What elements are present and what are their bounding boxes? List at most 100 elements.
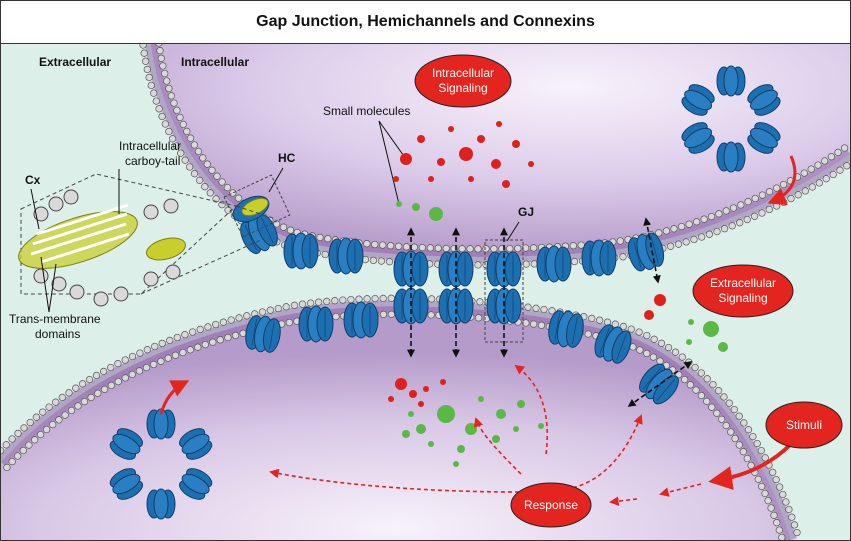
lipid-head bbox=[339, 296, 347, 304]
lipid-head bbox=[686, 381, 695, 389]
lipid-head bbox=[757, 446, 765, 455]
carboxy-tail-label-1: Intracellular bbox=[119, 139, 181, 153]
svg-text:Signaling: Signaling bbox=[718, 291, 767, 305]
lipid-head bbox=[474, 245, 482, 253]
molecule bbox=[428, 176, 434, 182]
lipid-head bbox=[700, 215, 708, 223]
lipid-head bbox=[107, 381, 116, 390]
lipid-head bbox=[45, 403, 53, 411]
lipid-head bbox=[386, 242, 395, 250]
molecule bbox=[528, 161, 534, 167]
lipid-head bbox=[807, 165, 815, 173]
lipid-head bbox=[155, 105, 163, 113]
lipid-head bbox=[715, 210, 723, 218]
lipid-head bbox=[188, 328, 197, 336]
lipid-head bbox=[161, 69, 169, 78]
lipid-head bbox=[159, 62, 167, 70]
lipid-head bbox=[369, 256, 378, 265]
molecule bbox=[513, 426, 519, 432]
lipid-head bbox=[151, 342, 159, 351]
lipid-head bbox=[476, 298, 484, 306]
lipid-head bbox=[201, 340, 209, 349]
carboxy-tail bbox=[146, 237, 186, 261]
lipid-head bbox=[227, 316, 235, 324]
lipid-head bbox=[737, 201, 745, 209]
lipid-head bbox=[703, 397, 711, 405]
lipid-head bbox=[836, 166, 844, 174]
lipid-head bbox=[761, 489, 769, 498]
lipid-head bbox=[649, 353, 658, 361]
lipid-head bbox=[203, 160, 211, 168]
lipid-head bbox=[773, 519, 781, 527]
lipid-head bbox=[141, 57, 150, 65]
lipid-head bbox=[744, 198, 752, 206]
lipid-head bbox=[33, 206, 49, 222]
lipid-head bbox=[692, 218, 701, 226]
lipid-head bbox=[113, 286, 129, 302]
hc-label: HC bbox=[278, 151, 296, 165]
lipid-head bbox=[682, 238, 690, 246]
lipid-head bbox=[474, 261, 482, 269]
lipid-head bbox=[87, 393, 95, 402]
lipid-head bbox=[698, 233, 706, 241]
lipid-head bbox=[458, 245, 466, 253]
lipid-head bbox=[65, 389, 73, 397]
molecule bbox=[512, 140, 520, 148]
molecule bbox=[429, 207, 443, 221]
lipid-head bbox=[67, 406, 76, 415]
svg-text:Intracellular: Intracellular bbox=[432, 66, 494, 80]
molecule bbox=[400, 153, 412, 165]
lipid-head bbox=[379, 241, 387, 249]
lipid-head bbox=[39, 408, 47, 416]
lipid-head bbox=[199, 154, 207, 162]
lipid-head bbox=[48, 196, 64, 212]
lipid-head bbox=[99, 367, 108, 376]
molecule bbox=[538, 423, 544, 429]
lipid-head bbox=[168, 135, 177, 143]
lipid-head bbox=[163, 198, 179, 214]
lipid-head bbox=[152, 97, 160, 105]
lipid-head bbox=[616, 237, 624, 245]
lipid-head bbox=[163, 77, 171, 85]
small-molecules-label: Small molecules bbox=[323, 104, 410, 118]
lipid-head bbox=[740, 419, 748, 427]
lipid-head bbox=[655, 229, 663, 237]
molecule bbox=[492, 435, 500, 443]
lipid-head bbox=[821, 157, 829, 165]
lipid-head bbox=[782, 498, 790, 506]
lipid-head bbox=[394, 242, 403, 250]
lipid-head bbox=[282, 303, 290, 311]
lipid-head bbox=[570, 257, 579, 266]
lipid-head bbox=[186, 134, 195, 142]
lipid-head bbox=[212, 320, 220, 329]
svg-text:Stimuli: Stimuli bbox=[786, 418, 822, 432]
lipid-head bbox=[506, 244, 514, 253]
lipid-head bbox=[426, 244, 434, 252]
lipid-head bbox=[20, 424, 28, 432]
molecule bbox=[688, 319, 694, 325]
lipid-head bbox=[707, 212, 716, 221]
molecule bbox=[496, 409, 506, 419]
lipid-head bbox=[685, 220, 693, 228]
lipid-head bbox=[725, 399, 733, 407]
lipid-head bbox=[14, 429, 22, 438]
molecule bbox=[428, 441, 434, 447]
lipid-head bbox=[490, 245, 498, 253]
lipid-head bbox=[72, 384, 80, 392]
lipid-head bbox=[779, 490, 787, 499]
lipid-head bbox=[286, 226, 295, 234]
lipid-head bbox=[769, 468, 777, 476]
lipid-head bbox=[209, 338, 217, 346]
lipid-head bbox=[530, 320, 538, 328]
lipid-head bbox=[14, 452, 22, 460]
carboxy-tail-label-2: carboy-tail bbox=[125, 154, 180, 168]
lipid-head bbox=[170, 99, 178, 107]
lipid-head bbox=[323, 297, 331, 306]
lipid-head bbox=[657, 339, 666, 347]
lipid-head bbox=[208, 166, 216, 174]
lipid-head bbox=[697, 369, 705, 377]
lipid-head bbox=[100, 385, 109, 393]
lipid-head bbox=[735, 412, 743, 420]
lipid-head bbox=[321, 250, 329, 259]
lipid-head bbox=[19, 446, 27, 455]
